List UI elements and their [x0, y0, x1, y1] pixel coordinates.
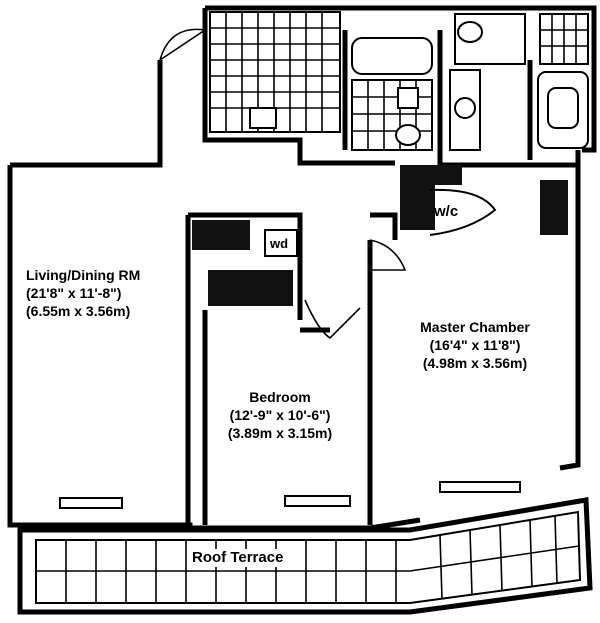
entry-door	[159, 28, 206, 61]
living-label: Living/Dining RM (21'8" x 11'-8") (6.55m…	[26, 266, 140, 320]
bedroom-label: Bedroom (12'-9" x 10'-6") (3.89m x 3.15m…	[200, 388, 360, 442]
bedroom-imperial: (12'-9" x 10'-6")	[229, 407, 331, 423]
bath-1	[351, 37, 433, 151]
interior-walls	[185, 30, 580, 525]
living-name: Living/Dining RM	[26, 267, 141, 283]
roof-terrace	[17, 497, 593, 615]
terrace-label: Roof Terrace	[190, 549, 286, 567]
master-metric: (4.98m x 3.56m)	[422, 355, 528, 371]
bedroom-metric: (3.89m x 3.15m)	[227, 425, 333, 441]
kitchen-tiles	[209, 11, 341, 133]
bedroom-door	[304, 299, 361, 340]
closet-label: w/c	[434, 203, 459, 220]
windows	[59, 481, 521, 509]
master-name: Master Chamber	[420, 319, 530, 335]
master-imperial: (16'4" x 11'8")	[429, 337, 521, 353]
laundry-box	[264, 229, 298, 257]
wic-door	[429, 188, 497, 236]
closet-hatching	[192, 165, 568, 306]
living-metric: (6.55m x 3.56m)	[26, 303, 131, 319]
master-door	[369, 239, 407, 271]
laundry-label: wd	[270, 236, 289, 251]
master-label: Master Chamber (16'4" x 11'8") (4.98m x …	[385, 318, 565, 372]
bath-2	[449, 13, 589, 151]
bedroom-name: Bedroom	[249, 389, 311, 405]
living-imperial: (21'8" x 11'-8")	[26, 285, 122, 301]
